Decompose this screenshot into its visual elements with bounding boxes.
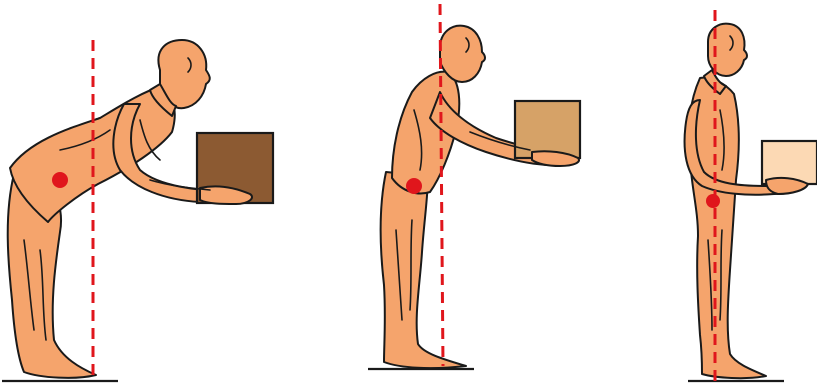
figure-bent-over [2,40,273,381]
person-legs [381,172,467,368]
center-of-gravity-dot [52,172,68,188]
center-of-gravity-dot [406,178,422,194]
center-of-gravity-dot [706,194,720,208]
person-torso [688,78,766,378]
figure-upright [685,10,817,381]
figure-standing-lean [368,4,580,369]
person-head [440,26,485,82]
person-hand [766,178,808,194]
